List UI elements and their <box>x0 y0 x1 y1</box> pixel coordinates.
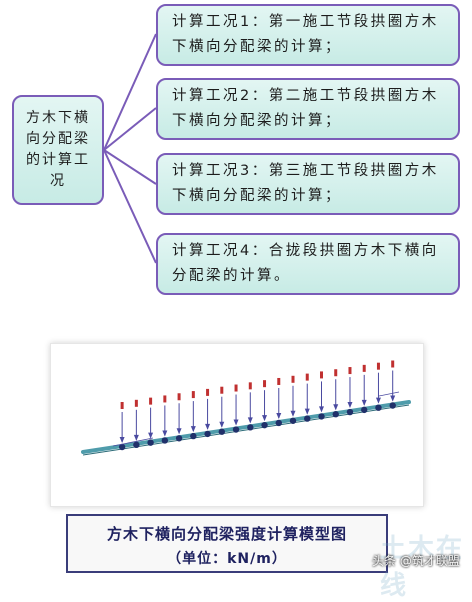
load-arrow-head <box>148 432 154 439</box>
load-label-mark <box>191 391 195 399</box>
beam-edge <box>82 404 410 456</box>
load-label-mark <box>177 393 181 401</box>
load-arrow-head <box>347 402 353 409</box>
load-label-mark <box>206 388 210 396</box>
model-caption-unit: （单位：kN/m） <box>167 551 287 567</box>
node-marker <box>204 430 211 438</box>
load-label-mark <box>291 375 295 383</box>
case-node-label: 计算工况2：第二施工节段拱圈方木下横向分配梁的计算； <box>172 88 439 129</box>
load-arrow-head <box>290 410 296 417</box>
case-node-label: 计算工况3：第三施工节段拱圈方木下横向分配梁的计算； <box>172 163 439 204</box>
load-arrow-head <box>318 406 324 413</box>
brace-line <box>112 437 154 447</box>
connector-case-4 <box>103 149 157 264</box>
case-node-label: 计算工况1：第一施工节段拱圈方木下横向分配梁的计算； <box>172 14 439 55</box>
node-marker <box>304 415 311 422</box>
load-label-mark <box>149 397 153 405</box>
node-marker <box>389 402 396 409</box>
node-marker <box>332 411 339 418</box>
load-label-mark <box>362 364 366 372</box>
case-node-1: 计算工况1：第一施工节段拱圈方木下横向分配梁的计算； <box>156 4 460 66</box>
load-label-mark <box>334 369 338 377</box>
node-marker <box>147 439 154 446</box>
node-marker <box>361 406 368 414</box>
model-caption: 方木下横向分配梁强度计算模型图 （单位：kN/m） <box>66 514 388 573</box>
brace-line <box>378 391 400 397</box>
case-node-2: 计算工况2：第二施工节段拱圈方木下横向分配梁的计算； <box>156 78 460 140</box>
load-label-mark <box>319 371 323 379</box>
case-node-4: 计算工况4：合拢段拱圈方木下横向分配梁的计算。 <box>156 233 460 295</box>
attribution-text: 头条 @筑才联盟 <box>372 554 460 568</box>
node-marker <box>133 441 140 449</box>
connector-case-1 <box>103 33 157 151</box>
load-label-mark <box>305 373 309 381</box>
load-label-mark <box>120 402 124 409</box>
node-marker <box>175 435 183 442</box>
load-arrow-head <box>162 430 168 437</box>
load-label-mark <box>263 380 267 388</box>
model-caption-title: 方木下横向分配梁强度计算模型图 <box>106 525 347 543</box>
root-node-label: 方木下横向分配梁的计算工况 <box>26 110 90 189</box>
connector-case-3 <box>103 149 157 185</box>
load-arrow-head <box>176 428 182 435</box>
load-label-mark <box>248 382 252 390</box>
load-arrow-head <box>361 399 367 406</box>
load-arrow-head <box>205 423 211 430</box>
node-marker <box>375 404 382 411</box>
load-arrow-head <box>375 397 381 404</box>
node-marker <box>118 443 126 451</box>
load-label-mark <box>277 377 281 385</box>
root-node: 方木下横向分配梁的计算工况 <box>12 95 104 205</box>
node-marker <box>275 419 282 427</box>
node-marker <box>261 421 268 429</box>
load-arrow-head <box>247 417 253 424</box>
node-marker <box>247 424 254 431</box>
load-arrow-head <box>276 412 282 419</box>
load-label-mark <box>163 395 167 403</box>
load-label-mark <box>134 399 138 407</box>
load-label-mark <box>391 360 395 368</box>
node-marker <box>346 408 354 416</box>
load-arrow-head <box>262 415 268 422</box>
load-arrow-head <box>304 408 310 415</box>
load-label-mark <box>220 386 224 394</box>
node-marker <box>289 417 297 424</box>
node-marker <box>161 437 169 444</box>
node-marker <box>232 426 240 433</box>
beam-model-figure <box>50 343 424 507</box>
connector-lines <box>103 33 157 264</box>
load-arrow-head <box>233 419 239 426</box>
load-arrow-head <box>390 395 396 402</box>
load-arrow-head <box>333 404 339 411</box>
beam-member <box>81 400 411 454</box>
load-label-mark <box>348 367 352 375</box>
beam-model-drawing <box>81 360 411 456</box>
case-node-3: 计算工况3：第三施工节段拱圈方木下横向分配梁的计算； <box>156 153 460 215</box>
load-arrow-head <box>190 426 196 433</box>
load-label-mark <box>234 384 238 392</box>
load-arrow-head <box>133 434 139 441</box>
load-label-mark <box>376 362 380 370</box>
node-marker <box>318 413 325 420</box>
connector-case-2 <box>103 107 157 151</box>
node-marker <box>190 432 197 440</box>
load-arrow-head <box>219 421 225 428</box>
node-marker <box>218 428 226 435</box>
case-node-label: 计算工况4：合拢段拱圈方木下横向分配梁的计算。 <box>172 243 439 284</box>
load-arrow-head <box>119 437 125 443</box>
